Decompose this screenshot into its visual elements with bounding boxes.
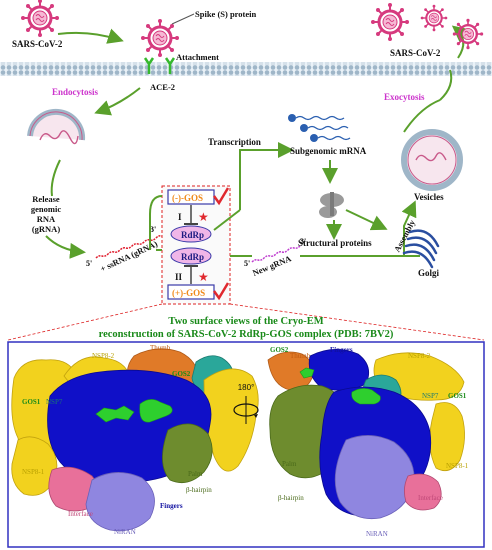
svg-text:3': 3': [150, 225, 156, 234]
virus-label: SARS-CoV-2: [12, 39, 63, 49]
endocytosis-label: Endocytosis: [52, 87, 99, 97]
virus-icon: [419, 3, 449, 33]
svg-text:5': 5': [244, 259, 250, 268]
label-fingers: Fingers: [160, 502, 183, 510]
rdrp-ellipse: [170, 225, 212, 243]
vesicle-icon: [401, 129, 463, 191]
label-nsp7: NSP7: [422, 392, 439, 400]
label-gos2: GOS2: [270, 346, 289, 354]
release-virus-label: SARS-CoV-2: [390, 48, 441, 58]
svg-text:genomic: genomic: [31, 204, 61, 214]
virus-icon: [139, 17, 181, 59]
label-palm: Palm: [188, 470, 203, 478]
life-cycle-panel: SARS-CoV-2 Spike (S) protein Attachment …: [0, 0, 492, 341]
label-thumb: Thumb: [290, 352, 311, 360]
svg-text:RNA: RNA: [37, 214, 56, 224]
left-surface-view: NSP8-2 Thumb GOS2 GOS1 NSP7 NSP8-1 Palm …: [11, 344, 259, 536]
svg-text:RdRp: RdRp: [181, 252, 204, 262]
label-niran: NiRAN: [114, 528, 136, 536]
label-niran: NiRAN: [366, 530, 388, 538]
cryo-title-line1: Two surface views of the Cryo-EM: [168, 316, 323, 327]
endosome-vesicle-icon: [27, 109, 86, 145]
structural-label: Structural proteins: [298, 238, 372, 248]
cryo-title-line2: reconstruction of SARS-CoV-2 RdRp-GOS co…: [99, 329, 394, 340]
protein-icon: [319, 192, 344, 218]
transcription-label: Transcription: [208, 137, 261, 147]
label-interface: Interface: [418, 494, 443, 502]
label-fingers: Fingers: [330, 346, 353, 354]
checkmark-icon: [212, 187, 230, 206]
svg-text:I: I: [178, 212, 182, 222]
ace2-receptor-icon: [143, 57, 176, 74]
cell-membrane: [0, 62, 492, 76]
label-beta-hairpin: β-hairpin: [278, 494, 304, 502]
label-interface: Interface: [68, 510, 93, 518]
label-beta-hairpin: β-hairpin: [186, 486, 212, 494]
label-gos2: GOS2: [172, 370, 191, 378]
star-icon: ★: [198, 210, 209, 224]
svg-text:(gRNA): (gRNA): [32, 224, 60, 234]
svg-text:(+)-GOS: (+)-GOS: [172, 288, 205, 298]
virus-icon: [451, 17, 485, 51]
svg-text:Release: Release: [32, 194, 60, 204]
golgi-icon: [402, 229, 440, 269]
vesicles-label: Vesicles: [414, 192, 444, 202]
svg-text:5': 5': [86, 259, 92, 268]
new-grna-strand: 5' 3' New gRNA: [244, 237, 306, 278]
spike-label: Spike (S) protein: [195, 9, 257, 19]
right-surface-view: GOS2 Thumb Fingers NSP8-2 NSP7 GOS1 Palm…: [267, 346, 469, 538]
golgi-label: Golgi: [418, 268, 440, 278]
ace2-label: ACE-2: [150, 82, 175, 92]
label-palm: Palm: [282, 460, 297, 468]
label-gos1: GOS1: [22, 398, 41, 406]
svg-text:3': 3': [300, 237, 306, 246]
rdrp-ellipse: [170, 247, 212, 265]
svg-text:RdRp: RdRp: [181, 230, 204, 240]
label-nsp8-2: NSP8-2: [92, 352, 115, 360]
svg-text:(-)-GOS: (-)-GOS: [172, 193, 203, 203]
svg-text:II: II: [175, 272, 183, 282]
virus-icon: [19, 0, 61, 39]
rotation-icon: 180°: [233, 383, 259, 424]
cryo-em-panel: Two surface views of the Cryo-EM reconst…: [7, 316, 485, 548]
label-nsp8-2: NSP8-2: [408, 352, 431, 360]
label-nsp8-1: NSP8-1: [22, 468, 45, 476]
label-nsp7: NSP7: [46, 398, 63, 406]
label-thumb: Thumb: [150, 344, 171, 352]
label-gos1: GOS1: [448, 392, 467, 400]
exocytosis-label: Exocytosis: [384, 92, 425, 102]
star-icon: ★: [198, 270, 209, 284]
replication-box: [161, 185, 231, 305]
virus-icon: [369, 1, 411, 43]
mrna-icon: [288, 114, 351, 142]
subgenomic-label: Subgenomic mRNA: [290, 146, 367, 156]
checkmark-icon: [212, 282, 230, 301]
label-nsp8-1: NSP8-1: [446, 462, 469, 470]
attachment-label: Attachment: [176, 52, 219, 62]
svg-text:180°: 180°: [238, 383, 255, 392]
release-text: Release genomic RNA (gRNA): [31, 194, 61, 234]
